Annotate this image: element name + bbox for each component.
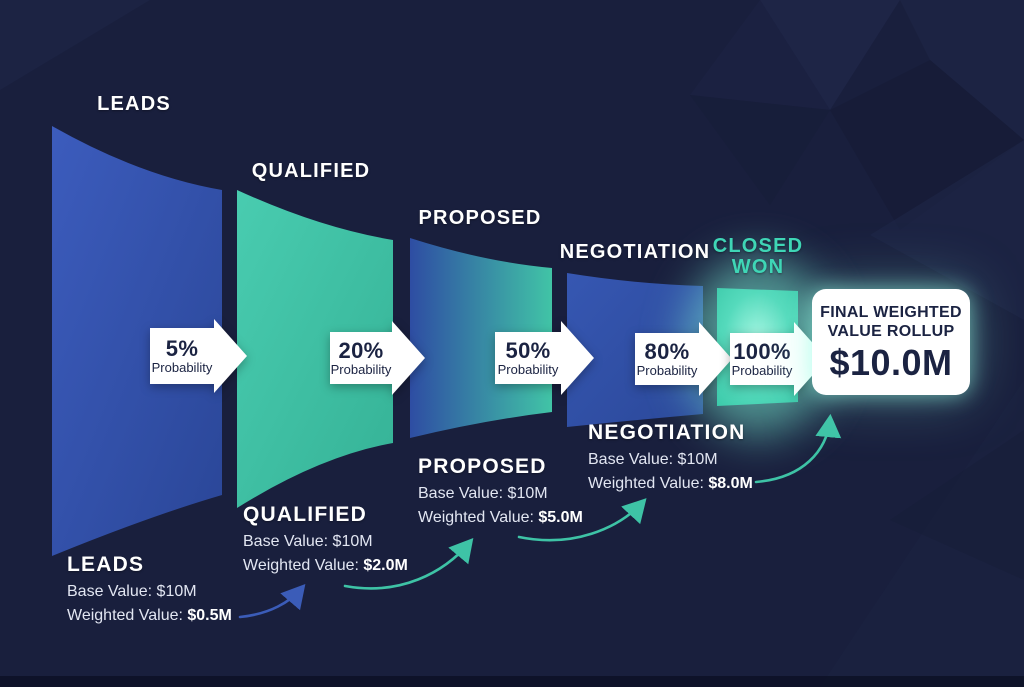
weighted-value: Weighted Value: $0.5M (67, 606, 232, 625)
probability-percent: 50% (505, 338, 551, 363)
weighted-value-label: Weighted Value: (67, 607, 188, 624)
funnel-segment-leads (52, 126, 222, 556)
stage-label-qualified: QUALIFIED (251, 160, 371, 182)
weighted-value-label: Weighted Value: (243, 557, 364, 574)
arrow-head-icon (561, 321, 594, 395)
stage-label-closed-won: CLOSED WON (713, 236, 804, 278)
arrow-head-icon (392, 321, 425, 395)
weighted-value: Weighted Value: $8.0M (588, 474, 753, 493)
funnel-segment-proposed (410, 238, 552, 438)
weighted-value-amount: $5.0M (538, 509, 583, 526)
weighted-value: Weighted Value: $2.0M (243, 556, 408, 575)
probability-percent: 20% (338, 338, 384, 363)
details-heading: QUALIFIED (243, 503, 367, 526)
flow-arrow-negotiation-to-rollup (754, 413, 842, 484)
weighted-value-label: Weighted Value: (418, 509, 539, 526)
details-heading: LEADS (67, 553, 145, 576)
funnel-segment-qualified (237, 190, 393, 508)
base-value: Base Value: $10M (418, 485, 548, 502)
stage-label-leads: LEADS (97, 93, 171, 115)
probability-box: 20% Probability (330, 332, 392, 384)
closed-won-line2: WON (731, 256, 785, 278)
probability-box: 50% Probability (495, 332, 561, 384)
probability-box: 80% Probability (635, 333, 699, 385)
probability-box: 5% Probability (150, 328, 214, 384)
probability-word: Probability (330, 362, 392, 377)
closed-won-line1: CLOSED (712, 235, 804, 257)
details-qualified: QUALIFIED Base Value: $10M Weighted Valu… (243, 503, 408, 575)
probability-arrow-negotiation: 80% Probability (635, 322, 732, 396)
probability-arrow-qualified: 20% Probability (330, 321, 425, 395)
probability-percent: 100% (733, 339, 791, 364)
probability-arrow-proposed: 50% Probability (495, 321, 594, 395)
probability-percent: 5% (165, 336, 199, 361)
details-heading: PROPOSED (418, 455, 547, 478)
probability-arrow-leads: 5% Probability (150, 319, 247, 393)
flow-arrow-proposed-to-negotiation (517, 498, 647, 542)
rollup-title-line2: VALUE ROLLUP (827, 322, 955, 340)
flow-arrow-qualified-to-proposed (343, 538, 474, 590)
stage-label-proposed: PROPOSED (418, 207, 542, 229)
details-leads: LEADS Base Value: $10M Weighted Value: $… (67, 553, 232, 625)
weighted-value: Weighted Value: $5.0M (418, 508, 583, 527)
arrow-head-icon (214, 319, 247, 393)
base-value: Base Value: $10M (67, 583, 197, 600)
flow-arrow-leads-to-qualified (238, 584, 306, 619)
rollup-title-line1: FINAL WEIGHTED (820, 303, 962, 321)
weighted-value-amount: $8.0M (708, 475, 753, 492)
probability-box: 100% Probability (730, 333, 794, 385)
probability-word: Probability (497, 362, 559, 377)
weighted-value-amount: $0.5M (187, 607, 232, 624)
probability-word: Probability (151, 360, 213, 375)
final-rollup-card: FINAL WEIGHTED VALUE ROLLUP $10.0M (812, 289, 970, 395)
probability-word: Probability (731, 363, 793, 378)
details-heading: NEGOTIATION (588, 421, 746, 444)
details-negotiation: NEGOTIATION Base Value: $10M Weighted Va… (588, 421, 753, 493)
base-value: Base Value: $10M (243, 533, 373, 550)
value-flow-arrows (238, 413, 842, 619)
weighted-value-amount: $2.0M (363, 557, 408, 574)
probability-word: Probability (636, 363, 698, 378)
rollup-value: $10.0M (829, 341, 953, 383)
details-proposed: PROPOSED Base Value: $10M Weighted Value… (418, 455, 583, 527)
stage-label-negotiation: NEGOTIATION (559, 241, 711, 263)
weighted-value-label: Weighted Value: (588, 475, 709, 492)
arrow-head-icon (699, 322, 732, 396)
base-value: Base Value: $10M (588, 451, 718, 468)
probability-percent: 80% (644, 339, 690, 364)
